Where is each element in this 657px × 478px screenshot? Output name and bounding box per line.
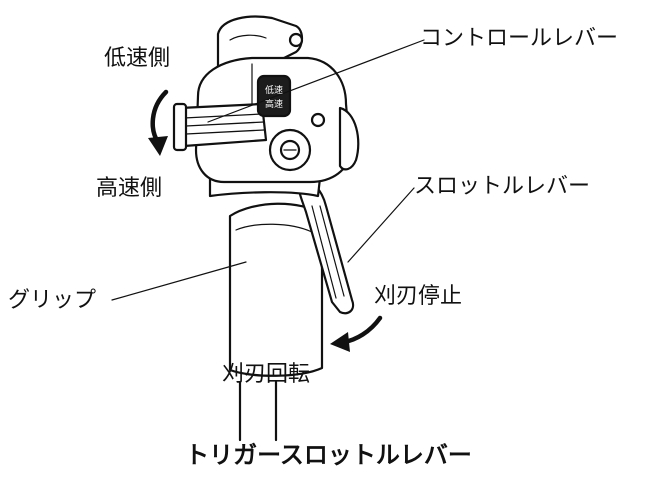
dial-mark-low: 低速 <box>265 84 283 96</box>
leader-lines <box>111 39 425 301</box>
label-blade-stop: 刈刃停止 <box>374 284 463 309</box>
dial-mark-high: 高速 <box>265 98 283 110</box>
blade-direction-arrow <box>330 315 383 352</box>
side-ear <box>338 106 360 171</box>
figure-caption: トリガースロットルレバー <box>185 441 472 469</box>
leader-grip <box>111 261 247 301</box>
speed-direction-arrow <box>148 89 169 156</box>
label-control-lever: コントロールレバー <box>420 26 619 51</box>
label-grip: グリップ <box>8 288 97 313</box>
control-head-housing <box>194 56 352 184</box>
shaft <box>238 380 278 442</box>
leader-throttle-lever <box>347 187 415 263</box>
label-throttle-lever: スロットルレバー <box>414 174 591 199</box>
pivot-screw <box>268 128 312 172</box>
label-high-speed-side: 高速側 <box>96 176 163 201</box>
label-low-speed-side: 低速側 <box>104 46 171 71</box>
detail-boss <box>310 112 326 128</box>
speed-dial-badge <box>256 74 292 118</box>
leader-control-lever <box>207 39 425 123</box>
label-blade-rotation: 刈刃回転 <box>222 362 311 387</box>
grip-body <box>228 202 324 377</box>
